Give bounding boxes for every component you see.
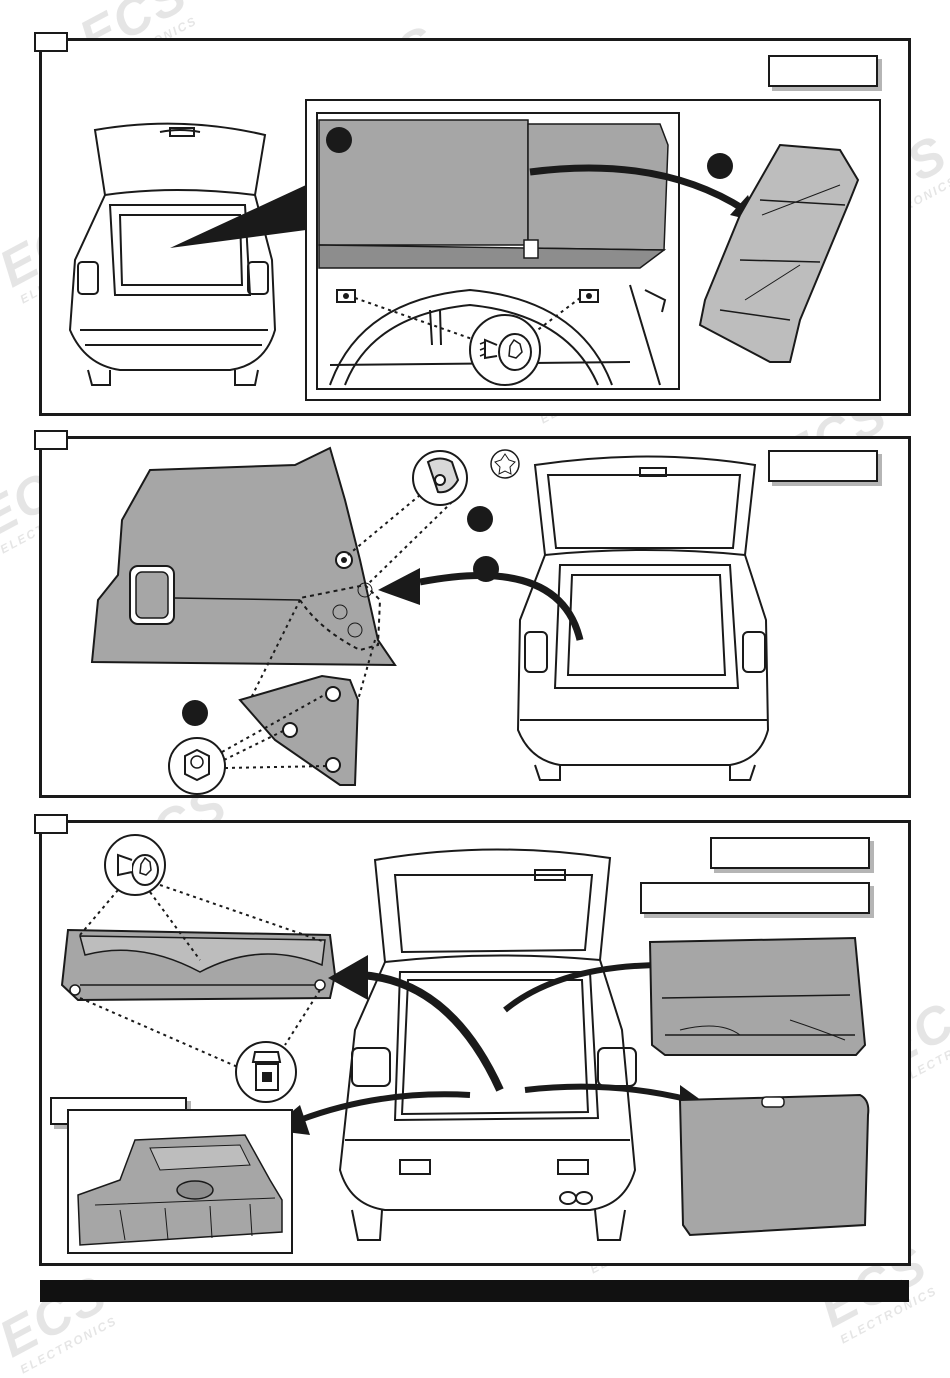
instruction-label-box: [710, 837, 870, 869]
step-panel-2: [39, 436, 911, 798]
callout-marker-1: [467, 506, 493, 532]
footer-bar: [40, 1280, 909, 1302]
callout-marker-2: [707, 153, 733, 179]
step-number-tab-2: [34, 430, 68, 450]
step-panel-1: [39, 38, 911, 416]
instruction-label-box: [768, 55, 878, 87]
instruction-label-box: [640, 882, 870, 914]
instruction-label-box: [768, 450, 878, 482]
step-number-tab-1: [34, 32, 68, 52]
instruction-label-box: [50, 1097, 187, 1125]
callout-marker-3: [182, 700, 208, 726]
step-number-tab-3: [34, 814, 68, 834]
callout-marker-1: [326, 127, 352, 153]
callout-marker-2: [473, 556, 499, 582]
